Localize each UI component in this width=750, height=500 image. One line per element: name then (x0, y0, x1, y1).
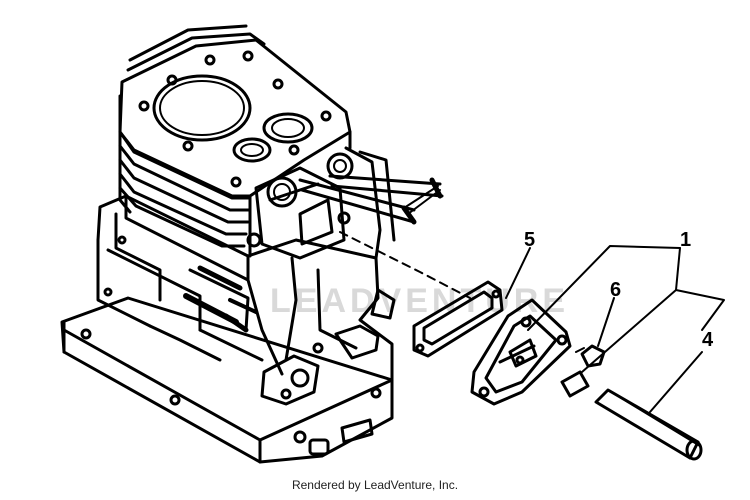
alignment-leader-line (339, 231, 471, 299)
callout-leader-6 (597, 297, 615, 347)
callout-leader-4 (649, 351, 703, 413)
watermark-text: LEADVENTURE (270, 282, 569, 320)
breather-tube (560, 370, 703, 461)
callout-leader-5 (505, 247, 531, 299)
bolt (575, 344, 606, 368)
footer-credit: Rendered by LeadVenture, Inc. (291, 478, 459, 492)
callout-5: 5 (524, 229, 535, 251)
gasket (412, 280, 504, 358)
exploded-parts-diagram: LEADVENTURE (60, 24, 725, 464)
breather-cover (470, 298, 572, 406)
callout-leader-1-cover (527, 245, 681, 331)
callout-leaders (505, 245, 725, 413)
engine-block (60, 24, 444, 464)
callout-leader-1-fitting (581, 247, 681, 373)
callout-1: 1 (680, 229, 691, 251)
callout-6: 6 (610, 279, 621, 301)
callout-4: 4 (702, 329, 714, 351)
callout-leader-1-tube (675, 289, 725, 331)
